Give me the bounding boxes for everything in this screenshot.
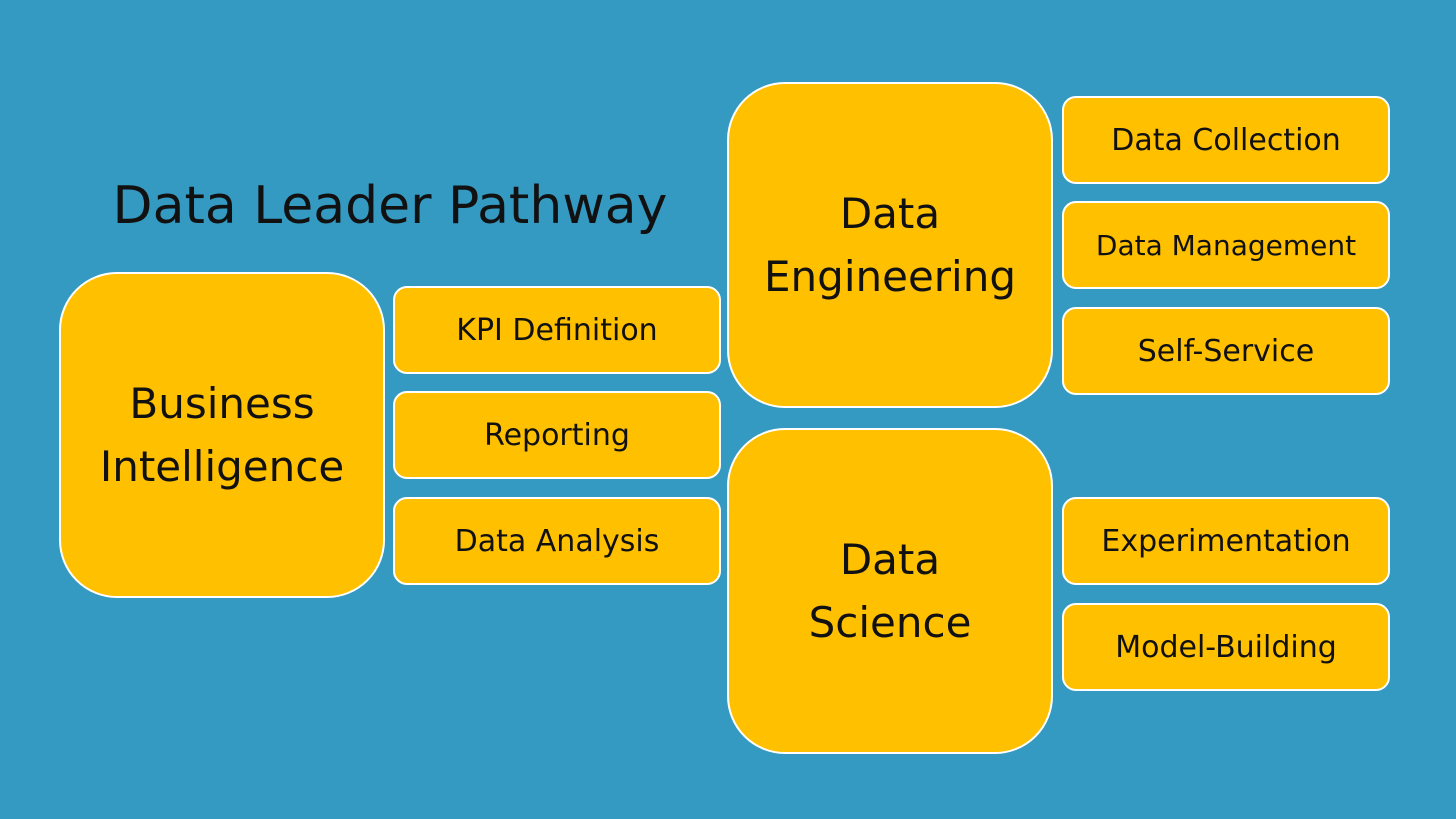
reporting-box: Reporting [393, 391, 721, 479]
data-science-label-line2: Science [808, 598, 972, 647]
kpi-definition-box: KPI Definition [393, 286, 721, 374]
data-engineering-label-line2: Engineering [764, 252, 1016, 301]
model-building-box: Model-Building [1062, 603, 1390, 691]
experimentation-box: Experimentation [1062, 497, 1390, 585]
business-intelligence-label-line2: Intelligence [99, 442, 345, 491]
data-management-box: Data Management [1062, 201, 1390, 289]
self-service-box: Self-Service [1062, 307, 1390, 395]
business-intelligence-label-line1: Business [129, 379, 315, 428]
data-engineering-box: Data Engineering [727, 82, 1053, 408]
page-title: Data Leader Pathway [112, 176, 668, 236]
data-engineering-label-line1: Data [839, 189, 941, 238]
data-science-label-line1: Data [839, 535, 941, 584]
data-analysis-box: Data Analysis [393, 497, 721, 585]
data-collection-box: Data Collection [1062, 96, 1390, 184]
data-science-box: Data Science [727, 428, 1053, 754]
business-intelligence-box: Business Intelligence [59, 272, 385, 598]
